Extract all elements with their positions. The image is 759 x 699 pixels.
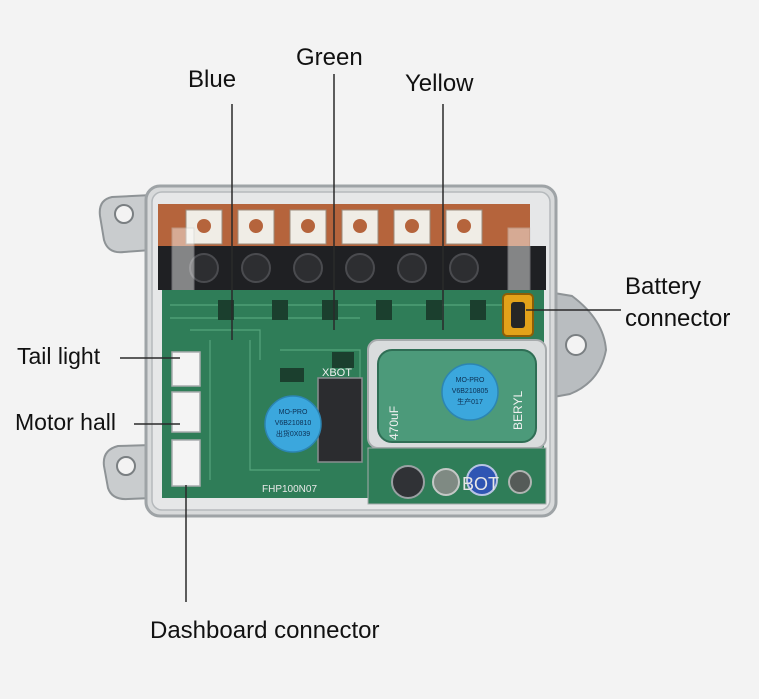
label-dashboard-connector: Dashboard connector: [150, 617, 380, 644]
sticker-right: [441, 363, 499, 421]
label-battery-line1: Battery: [625, 273, 702, 300]
label-motor-hall: Motor hall: [15, 409, 116, 435]
left-connectors: [171, 351, 201, 487]
small-capacitor-3: [466, 464, 498, 496]
chip-label-text: XBOT: [322, 367, 352, 379]
label-green: Green: [296, 44, 363, 71]
sticker-left: [264, 395, 322, 453]
sticker-right-line2: V6B210805: [452, 388, 489, 395]
label-yellow: Yellow: [405, 70, 474, 97]
mosfet-tabs: [185, 209, 483, 245]
leader-lines: [120, 74, 621, 602]
sticker-right-line1: MO-PRO: [456, 377, 485, 384]
mcu-chip: [317, 377, 363, 463]
mount-hole-top-left: [114, 204, 134, 224]
part-number-text: FHP100N07: [262, 484, 317, 495]
bottom-brand-text: BOT: [462, 474, 499, 494]
label-blue: Blue: [188, 66, 237, 93]
small-capacitor-1: [391, 465, 425, 499]
small-capacitor-4: [508, 470, 532, 494]
sticker-left-line2: V6B210810: [275, 420, 312, 427]
capacitor-brand-text: BERYL: [511, 391, 525, 430]
mount-hole-bottom-left: [116, 456, 136, 476]
sticker-left-line1: MO-PRO: [279, 409, 308, 416]
sticker-left-line3: 出货0X039: [276, 429, 310, 438]
capacitor-value-text: 470uF: [387, 406, 401, 440]
sticker-right-line3: 生产017: [457, 397, 483, 406]
small-capacitor-2: [432, 468, 460, 496]
mount-hole-right: [565, 334, 587, 356]
label-tail-light: Tail light: [17, 343, 101, 369]
label-battery-line2: connector: [625, 305, 731, 332]
